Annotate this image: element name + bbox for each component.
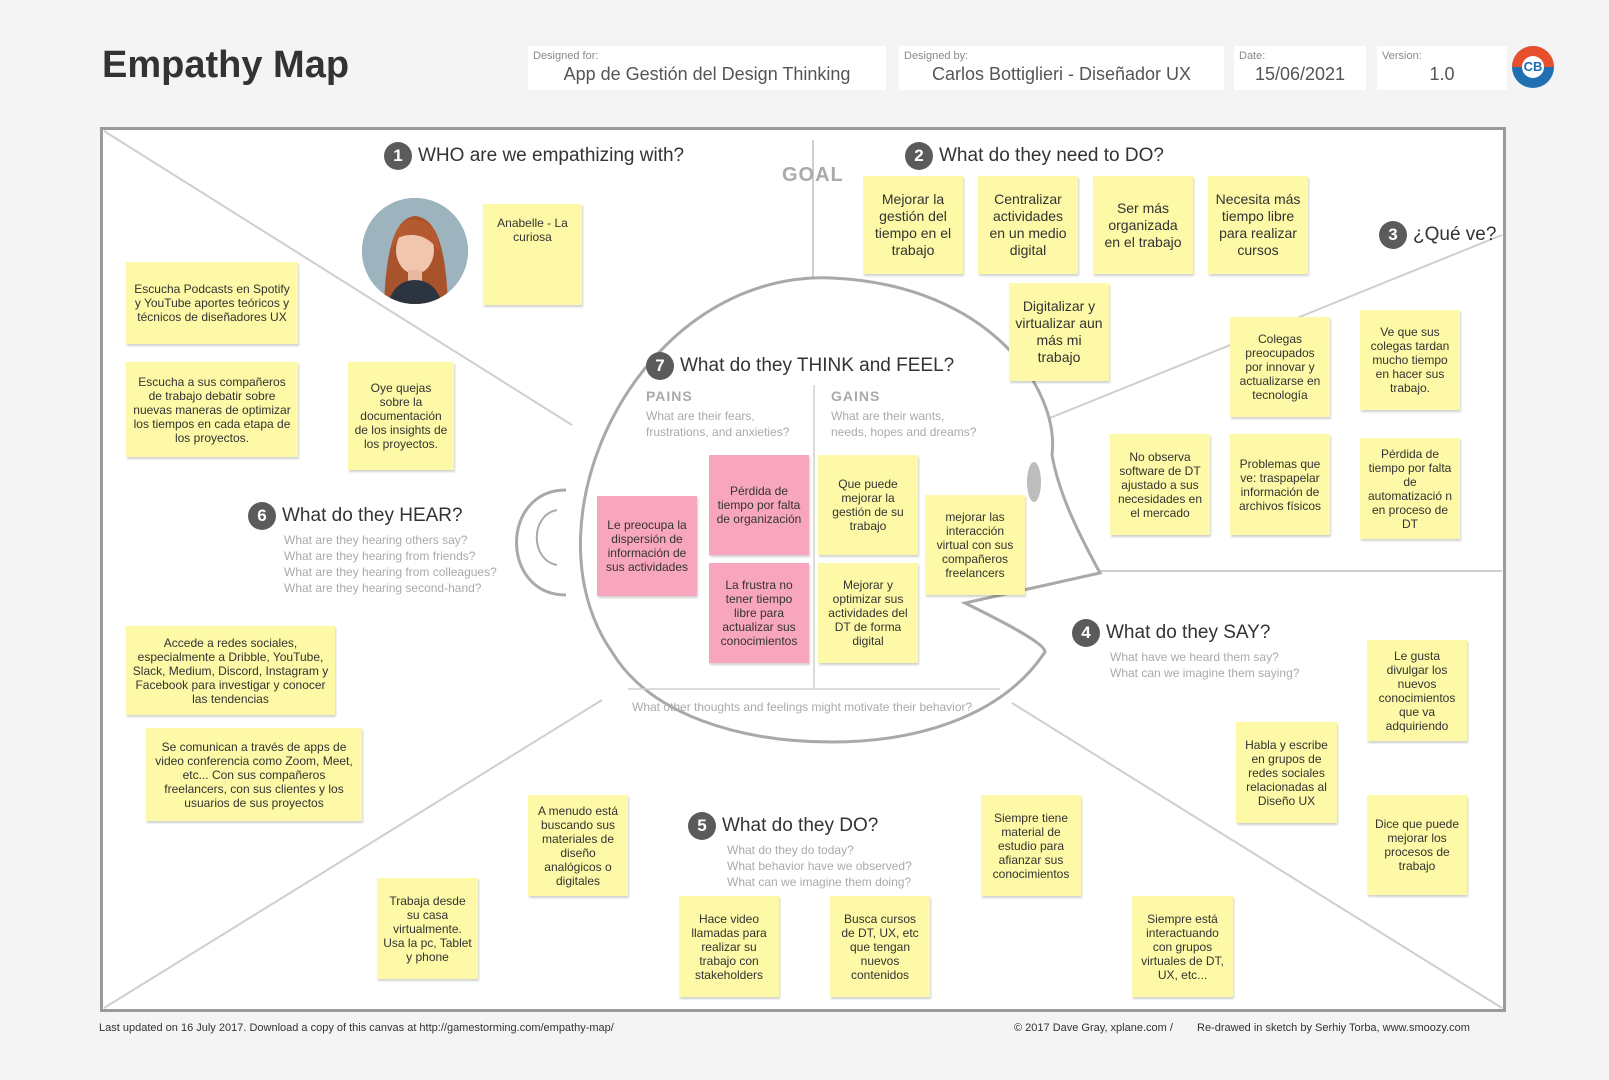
goal-note[interactable]: Mejorar la gestión del tiempo en el trab… (863, 176, 963, 274)
gains-prompt-line: What are their wants, (831, 409, 945, 423)
goal-note[interactable]: Centralizar actividades en un medio digi… (978, 176, 1078, 274)
divider-line-bottom-right (1011, 702, 1503, 1009)
version-value: 1.0 (1429, 64, 1455, 84)
section-say-prompts: What have we heard them say? What can we… (1110, 649, 1299, 681)
goal-note[interactable]: Necesita más tiempo libre para realizar … (1208, 176, 1308, 274)
hear-note[interactable]: Escucha a sus compañeros de trabajo deba… (126, 362, 298, 457)
see-note[interactable]: No observa software de DT ajustado a sus… (1110, 434, 1210, 535)
version-label: Version: (1382, 50, 1422, 62)
do-note[interactable]: Siempre está interactuando con grupos vi… (1132, 896, 1233, 997)
hear-prompt: What are they hearing from friends? (284, 549, 476, 563)
footer-left: Last updated on 16 July 2017. Download a… (99, 1022, 614, 1034)
section-do-prompts: What do they do today? What behavior hav… (727, 842, 912, 890)
page-title: Empathy Map (102, 44, 350, 86)
section-think-heading: 7 What do they THINK and FEEL? (646, 352, 954, 380)
version-field[interactable]: Version: 1.0 (1377, 46, 1507, 90)
do-note[interactable]: A menudo está buscando sus materiales de… (528, 795, 628, 896)
divider-line-top-left (103, 130, 573, 426)
section-say-heading: 4 What do they SAY? (1072, 619, 1270, 647)
goal-note[interactable]: Digitalizar y virtualizar aun más mi tra… (1009, 283, 1109, 381)
designed-for-label: Designed for: (533, 50, 599, 62)
designed-for-field[interactable]: Designed for: App de Gestión del Design … (528, 46, 886, 90)
section-see-heading: 3 ¿Qué ve? (1379, 221, 1496, 249)
section-see-title: ¿Qué ve? (1413, 224, 1497, 245)
pains-prompt-line: frustrations, and anxieties? (646, 425, 790, 439)
section-hear-prompts: What are they hearing others say? What a… (284, 532, 497, 596)
divider-line-bottom-left (103, 699, 603, 1009)
ear-outline (515, 488, 567, 597)
ear-inner (535, 509, 558, 566)
pains-prompt-line: What are their fears, (646, 409, 755, 423)
hear-prompt: What are they hearing from colleagues? (284, 565, 497, 579)
hear-prompt: What are they hearing others say? (284, 533, 468, 547)
goal-label: GOAL (782, 164, 844, 186)
pains-label: PAINS (646, 388, 693, 404)
pains-note[interactable]: Pérdida de tiempo por falta de organizac… (709, 455, 809, 555)
section-do-need-heading: 2 What do they need to DO? (905, 142, 1164, 170)
gains-note[interactable]: mejorar las interacción virtual con sus … (925, 495, 1025, 595)
step-number-6: 6 (248, 502, 276, 530)
do-note[interactable]: Hace video llamadas para realizar su tra… (679, 896, 779, 997)
date-label: Date: (1239, 50, 1266, 62)
do-prompt: What do they do today? (727, 843, 854, 857)
do-note[interactable]: Busca cursos de DT, UX, etc que tengan n… (830, 896, 930, 997)
say-prompt: What can we imagine them saying? (1110, 666, 1300, 680)
persona-avatar (362, 198, 468, 304)
pains-prompt: What are their fears, frustrations, and … (646, 408, 789, 440)
hear-note[interactable]: Escucha Podcasts en Spotify y YouTube ap… (126, 262, 298, 344)
pains-note[interactable]: La frustra no tener tiempo libre para ac… (709, 563, 809, 663)
section-do-title: What do they DO? (722, 815, 879, 836)
pains-note[interactable]: Le preocupa la dispersión de información… (597, 496, 697, 596)
designed-by-value: Carlos Bottiglieri - Diseñador UX (931, 64, 1192, 84)
goal-note[interactable]: Ser más organizada en el trabajo (1093, 176, 1193, 274)
section-hear-title: What do they HEAR? (282, 505, 463, 526)
say-prompt: What have we heard them say? (1110, 650, 1279, 664)
step-number-7: 7 (646, 352, 674, 380)
date-value: 15/06/2021 (1254, 64, 1346, 84)
step-number-4: 4 (1072, 619, 1100, 647)
hear-note[interactable]: Se comunican a través de apps de video c… (146, 728, 362, 821)
section-say-title: What do they SAY? (1106, 622, 1271, 643)
step-number-3: 3 (1379, 221, 1407, 249)
see-note[interactable]: Colegas preocupados por innovar y actual… (1230, 317, 1330, 417)
designed-for-value: App de Gestión del Design Thinking (563, 64, 851, 84)
section-who-title: WHO are we empathizing with? (418, 145, 685, 166)
gains-label: GAINS (831, 388, 881, 404)
designed-by-label: Designed by: (904, 50, 969, 62)
section-hear-heading: 6 What do they HEAR? (248, 502, 463, 530)
section-do-heading: 5 What do they DO? (688, 812, 878, 840)
section-who-heading: 1 WHO are we empathizing with? (384, 142, 684, 170)
say-note[interactable]: Dice que puede mejorar los procesos de t… (1367, 795, 1467, 895)
gains-prompt-line: needs, hopes and dreams? (831, 425, 977, 439)
date-field[interactable]: Date: 15/06/2021 (1234, 46, 1366, 90)
hear-note[interactable]: Accede a redes sociales, especialmente a… (126, 626, 335, 715)
brand-logo: CB (1512, 46, 1554, 88)
step-number-5: 5 (688, 812, 716, 840)
footer-redrawn: Re-drawed in sketch by Serhiy Torba, www… (1197, 1022, 1470, 1034)
section-think-title: What do they THINK and FEEL? (680, 355, 955, 376)
logo-text: CB (1522, 56, 1544, 78)
do-prompt: What behavior have we observed? (727, 859, 912, 873)
gains-note[interactable]: Mejorar y optimizar sus actividades del … (818, 563, 918, 663)
step-number-2: 2 (905, 142, 933, 170)
think-feel-footer-prompt: What other thoughts and feelings might m… (632, 700, 973, 714)
gains-note[interactable]: Que puede mejorar la gestión de su traba… (818, 455, 918, 555)
persona-note[interactable]: Anabelle - La curiosa (483, 204, 582, 305)
do-prompt: What can we imagine them doing? (727, 875, 912, 889)
say-note[interactable]: Le gusta divulgar los nuevos conocimient… (1367, 640, 1467, 741)
hear-note[interactable]: Oye quejas sobre la documentación de los… (348, 362, 454, 470)
gains-prompt: What are their wants, needs, hopes and d… (831, 408, 976, 440)
eye (1027, 462, 1041, 502)
do-note[interactable]: Trabaja desde su casa virtualmente. Usa … (377, 878, 478, 979)
section-do-need-title: What do they need to DO? (939, 145, 1164, 166)
footer-copyright: © 2017 Dave Gray, xplane.com / (1014, 1022, 1173, 1034)
step-number-1: 1 (384, 142, 412, 170)
hear-prompt: What are they hearing second-hand? (284, 581, 482, 595)
say-note[interactable]: Habla y escribe en grupos de redes socia… (1236, 722, 1337, 823)
see-note[interactable]: Ve que sus colegas tardan mucho tiempo e… (1360, 310, 1460, 410)
see-note[interactable]: Problemas que ve: traspapelar informació… (1230, 434, 1330, 535)
see-note[interactable]: Pérdida de tiempo por falta de automatiz… (1360, 438, 1460, 539)
do-note[interactable]: Siempre tiene material de estudio para a… (981, 795, 1081, 896)
designed-by-field[interactable]: Designed by: Carlos Bottiglieri - Diseña… (899, 46, 1224, 90)
